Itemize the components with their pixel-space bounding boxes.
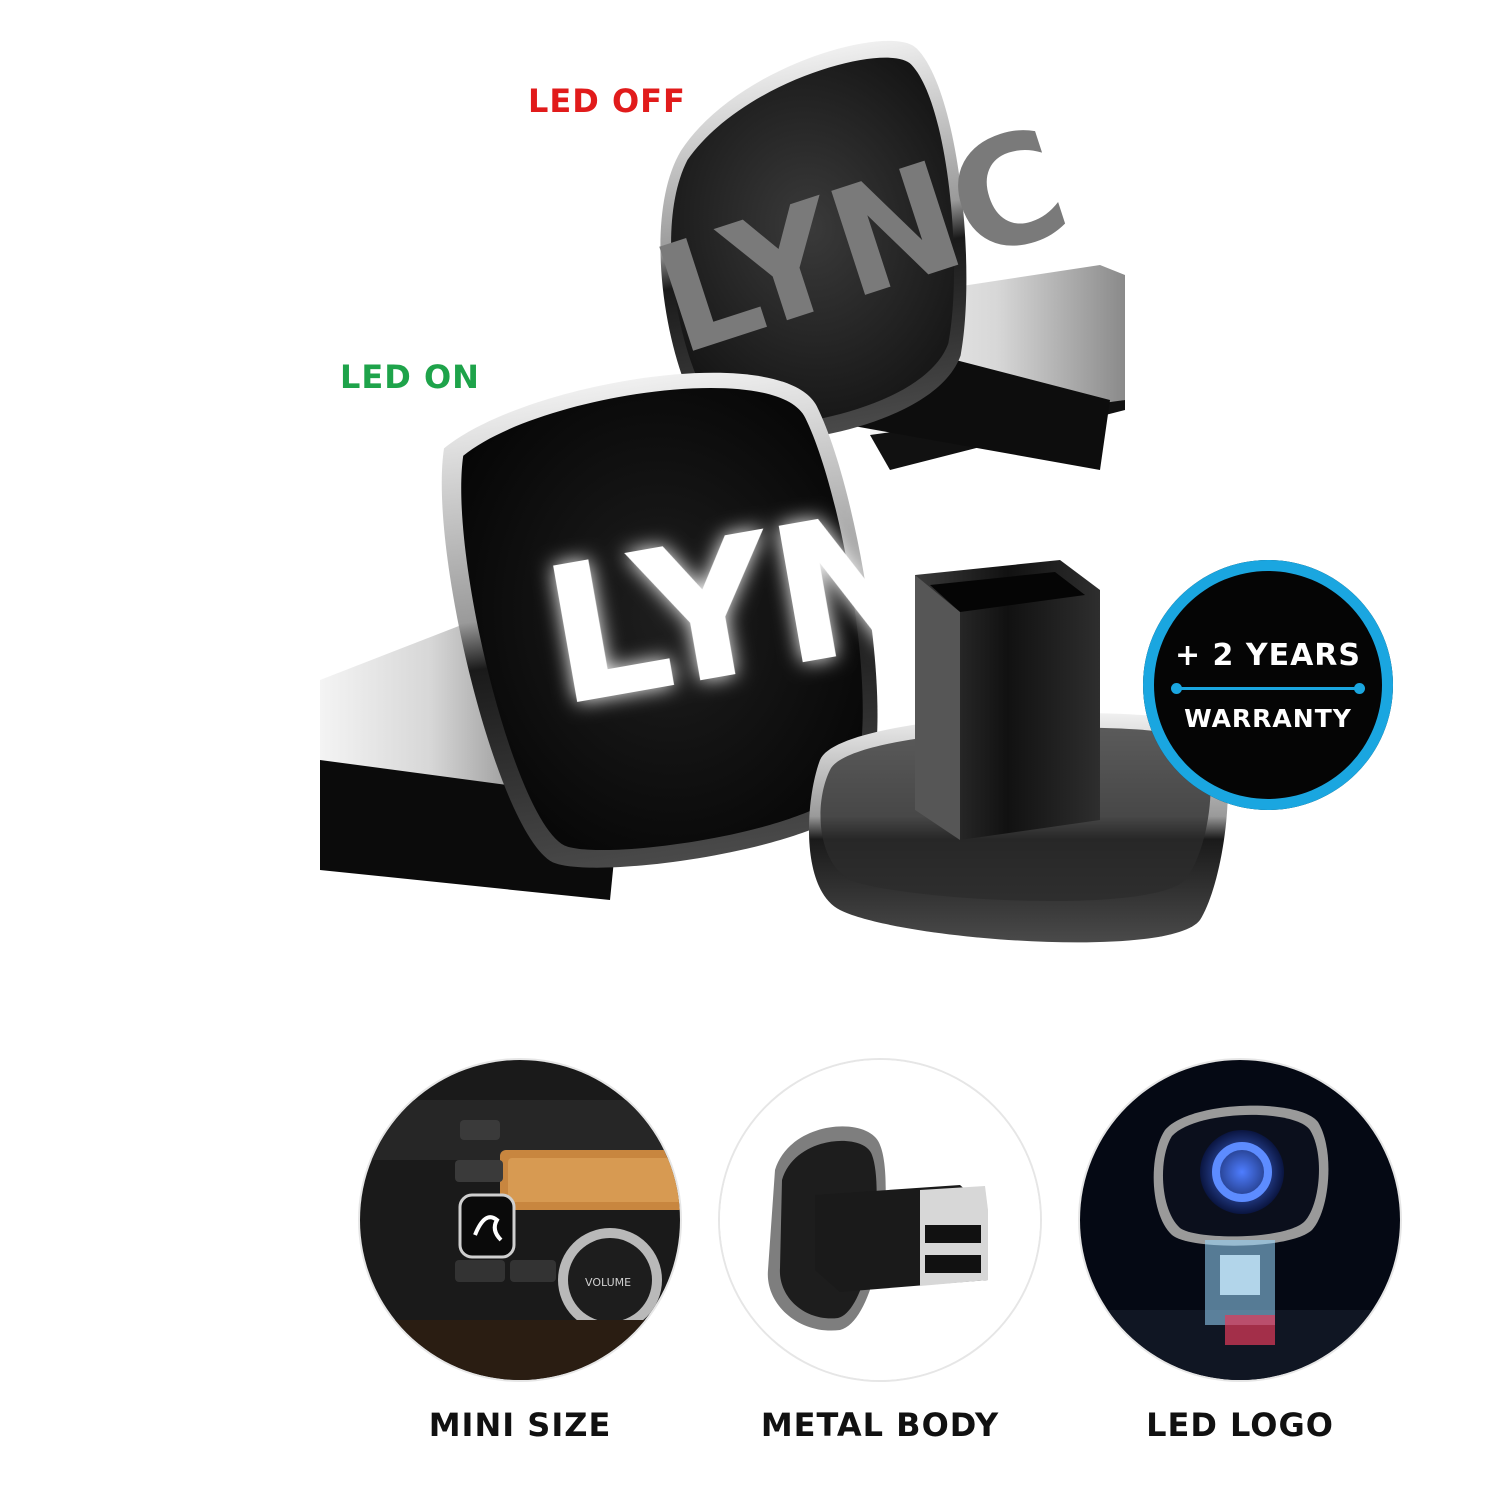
led-on-label: LED ON	[340, 358, 480, 396]
warranty-years: + 2 YEARS	[1174, 637, 1362, 673]
feature-metal-body: METAL BODY	[720, 1060, 1040, 1444]
feature-label-metal-body: METAL BODY	[760, 1406, 1000, 1444]
car-dashboard-usb-photo: VOLUME	[360, 1060, 680, 1380]
svg-text:VOLUME: VOLUME	[585, 1276, 631, 1289]
product-hero-illustration: LYNC LYNC	[320, 40, 1228, 943]
warranty-badge: + 2 YEARS WARRANTY	[1143, 560, 1393, 810]
feature-label-mini-size: MINI SIZE	[428, 1406, 612, 1444]
warranty-word: WARRANTY	[1184, 703, 1352, 733]
usb-led-glow-photo	[1080, 1060, 1400, 1380]
usb-device-led-off: LYNC	[637, 40, 1125, 470]
feature-label-led-logo: LED LOGO	[1146, 1406, 1334, 1444]
usb-metal-body-photo	[720, 1060, 1040, 1380]
badge-divider	[1171, 682, 1365, 694]
usb-device-led-on: LYNC	[320, 372, 1087, 900]
led-off-label: LED OFF	[528, 82, 686, 120]
feature-mini-size: VOLUME MINI SIZE	[360, 1060, 680, 1444]
feature-led-logo: LED LOGO	[1080, 1060, 1400, 1444]
usb-device-metal-base	[808, 560, 1228, 943]
